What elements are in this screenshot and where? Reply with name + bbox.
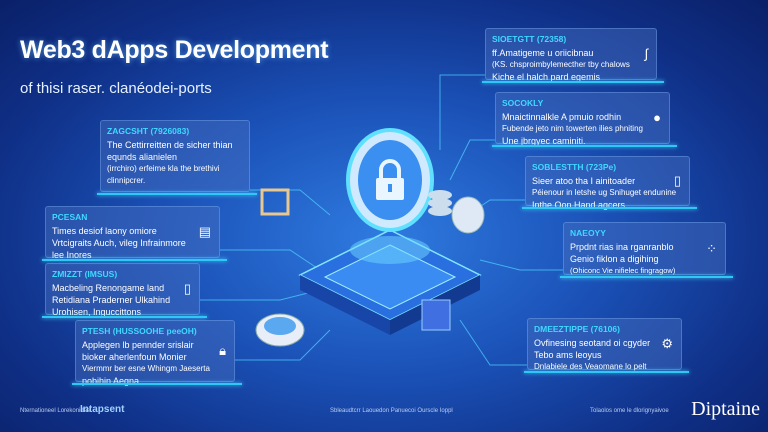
- panel-line: Fubende jeto nim towerten ilies phniting: [502, 124, 643, 133]
- info-panel-right-2: SOCOKLY Mnaictinnalkle A pmuio rodhin Fu…: [492, 92, 677, 147]
- panel-heading: SOBLESTTH (723Pe): [532, 162, 617, 172]
- panel-line: Dnlabiele des Veaomane lo pelt: [534, 362, 647, 371]
- info-panel-right-4: NAEOYY Prpdnt rias ina rganranblo Genio …: [560, 222, 733, 278]
- panel-line: The Cettirreitten de sicher thian: [107, 140, 233, 150]
- panel-line: Times desiof laony omiore: [52, 226, 157, 236]
- panel-heading: ZMIZZT (IMSUS): [52, 269, 118, 279]
- panel-line: pobihin Aegna: [82, 376, 140, 386]
- info-panel-right-1: SIOETGTT (72358) ff.Amatigeme u oriicibn…: [482, 28, 664, 83]
- panel-heading: ZAGCSHT (7926083): [107, 126, 190, 136]
- info-panel-left-4: PTESH (HUSSOOHE peeOH) Applegen lb pennd…: [72, 320, 242, 386]
- footer-center-text: Sbleaudtcrr Laouedon Panuecoi Ourscle Io…: [330, 408, 453, 414]
- panel-line: Viermmr ber esne Whingm Jaeserta: [82, 364, 210, 373]
- panel-line: (Ohiconc Vie nifielec fingragow): [570, 266, 676, 275]
- brand-logo: Diptaine: [691, 398, 760, 420]
- panel-line: lee Inores: [52, 250, 92, 260]
- gear-icon: ⚙: [661, 336, 673, 351]
- footer-logo: Intapsent: [80, 404, 125, 415]
- panel-line: Genio fiklon a digihing: [570, 254, 659, 264]
- snake-icon: ∫: [644, 46, 648, 61]
- panel-line: Vrtcigraits Auch, vileg Infrainmore: [52, 238, 186, 248]
- panel-line: Urohisen, Inguccittons: [52, 307, 142, 317]
- panel-line: Prpdnt rias ina rganranblo: [570, 242, 674, 252]
- lock-icon: 🔒︎: [219, 343, 226, 358]
- panel-line: Applegen lb pennder srislair: [82, 340, 194, 350]
- panel-heading: PTESH (HUSSOOHE peeOH): [82, 326, 197, 336]
- panel-line: Sieer atoo tha I ainitoader: [532, 176, 636, 186]
- grid-icon: ⁘: [706, 240, 717, 256]
- panel-line: Kiche el halch pard egemis: [492, 72, 601, 82]
- panel-heading: SOCOKLY: [502, 98, 544, 108]
- chart-icon: ▤: [198, 224, 211, 239]
- panel-line: ff.Amatigeme u oriicibnau: [492, 48, 594, 58]
- info-panel-right-5: DMEEZTIPPE (76106) Ovfinesing seotand oi…: [524, 318, 689, 373]
- panel-heading: PCESAN: [52, 212, 88, 222]
- panel-line: clinnipcrer.: [107, 176, 146, 185]
- panel-heading: SIOETGTT (72358): [492, 34, 567, 44]
- panel-line: (KS. chsproimbylemecther tby chalows: [492, 60, 630, 69]
- page-title: Web3 dApps Development: [20, 36, 329, 64]
- panel-line: Retidiana Praderner Ulkahind: [52, 295, 171, 305]
- info-panel-left-3: ZMIZZT (IMSUS) Macbeling Renongame land …: [42, 263, 207, 318]
- cloud-icon: ●: [653, 110, 661, 125]
- panel-line: Tebo ams leoyus: [534, 350, 602, 360]
- sock-icon: ▯: [183, 281, 191, 296]
- panel-line: Ovfinesing seotand oi cgyder: [534, 338, 651, 348]
- panel-line: equnds alianielen: [107, 152, 178, 162]
- panel-line: (irrchiro) erfeime kla the brethivi: [107, 164, 220, 173]
- panel-line: Péienour in letshe ug Snihuget endunine: [532, 188, 677, 197]
- footer-right-small: Tolaolos ome le dlorignyaivoe: [590, 408, 669, 414]
- info-panel-right-3: SOBLESTTH (723Pe) Sieer atoo tha I ainit…: [522, 156, 697, 210]
- panel-heading: DMEEZTIPPE (76106): [534, 324, 620, 334]
- footer-left-small: Nternationeel Lorekonidae: [20, 408, 91, 414]
- phone-icon: ▯: [673, 173, 681, 188]
- info-panel-left-1: ZAGCSHT (7926083) The Cettirreitten de s…: [97, 120, 257, 195]
- panel-line: bioker aherlenfoun Monier: [82, 352, 187, 362]
- panel-line: Une jbrgyec caminiti.: [502, 136, 586, 146]
- panel-line: Macbeling Renongame land: [52, 283, 165, 293]
- panel-line: Inthe Oon Hand agcers: [532, 200, 626, 210]
- panel-line: Mnaictinnalkle A pmuio rodhin: [502, 112, 622, 122]
- page-subtitle: of thisi raser. clanéodei-ports: [20, 80, 212, 97]
- info-panel-left-2: PCESAN Times desiof laony omiore Vrtcigr…: [42, 206, 227, 261]
- panel-heading: NAEOYY: [570, 228, 606, 238]
